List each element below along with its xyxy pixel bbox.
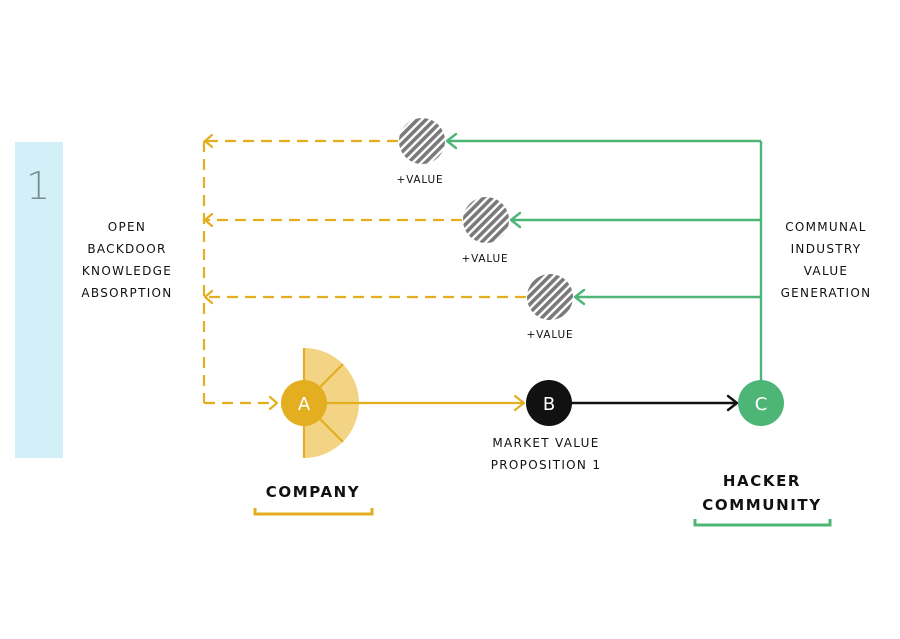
node-b-letter: B [543, 394, 555, 415]
company-label: COMPANY [266, 483, 361, 501]
community-bracket [693, 519, 832, 527]
step-bar [15, 142, 63, 458]
step-number: 1 [26, 164, 50, 208]
community-label-line: COMMUNITY [702, 496, 821, 514]
right-label-line: GENERATION [781, 286, 872, 300]
community-arrowheads [445, 132, 586, 306]
node-a-letter: A [298, 394, 311, 415]
arrowhead-to-b [513, 394, 526, 412]
value-label-1: +VALUE [397, 174, 444, 186]
node-c-letter: C [755, 394, 768, 415]
arrowhead-left-1 [203, 133, 214, 149]
arrowhead-green-1 [445, 132, 458, 150]
value-label-3: +VALUE [527, 329, 574, 341]
left-label-line: ABSORPTION [81, 286, 172, 300]
right-label-line: INDUSTRY [791, 242, 862, 256]
arrowhead-left-2 [203, 212, 214, 228]
value-circle-1 [399, 118, 445, 164]
left-label-line: OPEN [108, 220, 146, 234]
arrowhead-left-3 [203, 289, 214, 305]
community-lines [447, 139, 763, 383]
company-bracket [253, 508, 374, 516]
node-a [281, 380, 327, 426]
node-b [526, 380, 572, 426]
absorption-lines [202, 139, 526, 405]
community-label-line: HACKER [723, 472, 801, 490]
arrowhead-green-2 [509, 211, 522, 229]
value-label-2: +VALUE [462, 253, 509, 265]
arrowhead-to-c [726, 394, 739, 412]
arrowhead-to-a [268, 395, 279, 411]
right-label-line: VALUE [804, 264, 849, 278]
node-c [738, 380, 784, 426]
right-label-line: COMMUNAL [785, 220, 867, 234]
market-label-line: PROPOSITION 1 [491, 458, 602, 472]
value-circle-2 [463, 197, 509, 243]
communal-label: COMMUNAL INDUSTRY VALUE GENERATION [781, 220, 872, 300]
arrowhead-green-3 [573, 288, 586, 306]
left-label-line: BACKDOOR [87, 242, 166, 256]
value-circle-3 [527, 274, 573, 320]
absorption-arrowheads [203, 133, 279, 411]
open-backdoor-label: OPEN BACKDOOR KNOWLEDGE ABSORPTION [81, 220, 172, 300]
left-label-line: KNOWLEDGE [82, 264, 172, 278]
market-label-line: MARKET VALUE [492, 436, 599, 450]
